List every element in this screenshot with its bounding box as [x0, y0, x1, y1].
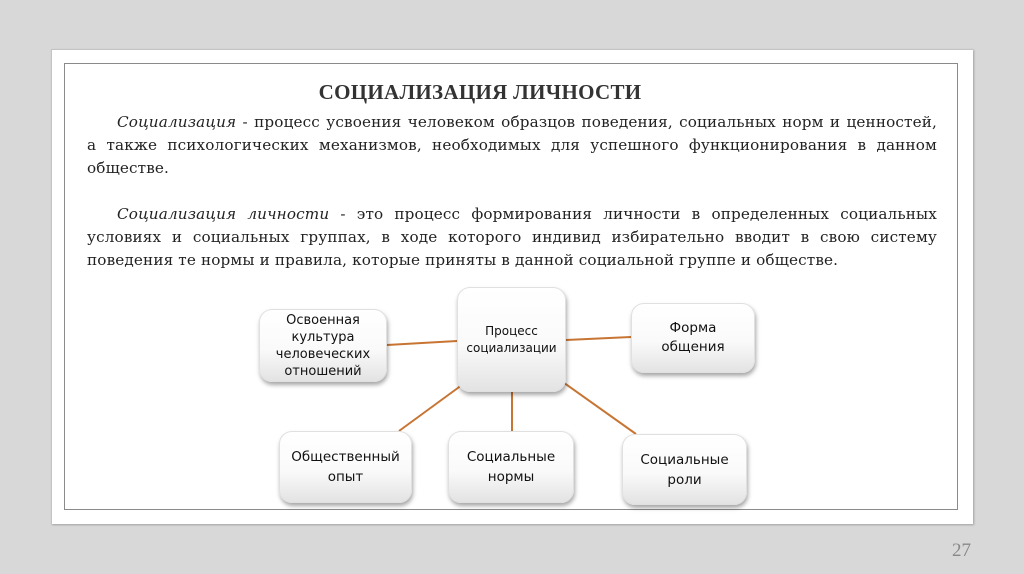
node-label: Общественный опыт — [291, 449, 400, 485]
definition-text: - процесс усвоения человеком образцов по… — [87, 113, 937, 177]
node-social-roles: Социальные роли — [622, 434, 747, 505]
definition-text: - это процесс формирования личности в оп… — [87, 205, 938, 269]
slide-title: СОЦИАЛИЗАЦИЯ ЛИЧНОСТИ — [318, 80, 642, 104]
node-social-experience: Общественный опыт — [279, 431, 412, 503]
node-social-norms: Социальные нормы — [448, 431, 574, 503]
definition-personality-socialization: Социализация личности - это процесс форм… — [87, 203, 937, 272]
term-personality-socialization: Социализация личности — [117, 205, 330, 223]
node-mastered-culture: Освоенная культура человеческих отношени… — [259, 309, 387, 382]
term-socialization: Социализация — [117, 113, 237, 131]
node-label: Форма общения — [661, 320, 725, 355]
node-label: Социальные роли — [640, 451, 729, 488]
slide-frame — [64, 63, 958, 510]
node-socialization-process: Процесс социализации — [457, 287, 566, 392]
node-label: Процесс социализации — [466, 323, 557, 355]
definition-socialization: Социализация - процесс усвоения человеко… — [87, 111, 937, 180]
node-communication-form: Форма общения — [631, 303, 755, 373]
node-label: Социальные нормы — [466, 449, 556, 485]
node-label: Освоенная культура человеческих отношени… — [275, 312, 371, 379]
page-number: 27 — [952, 540, 971, 561]
